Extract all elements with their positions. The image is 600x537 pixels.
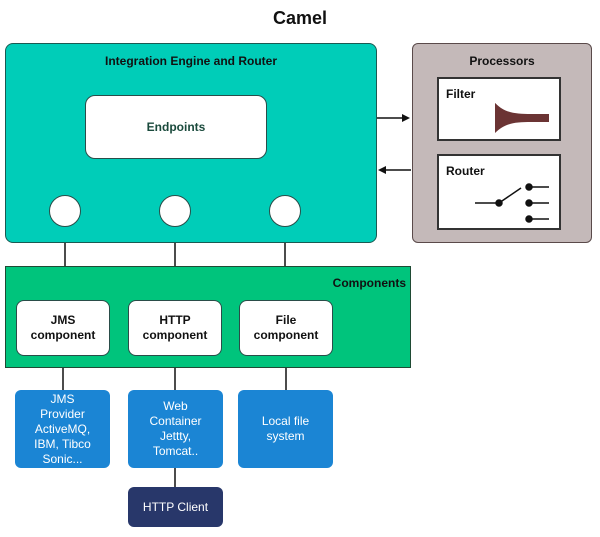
- http-component-box: HTTP component: [128, 300, 222, 356]
- external-text-line: IBM, Tibco: [34, 436, 91, 451]
- component-suffix: component: [142, 328, 208, 342]
- components-title: Components: [332, 276, 406, 290]
- endpoint-port-3: [269, 195, 301, 227]
- endpoint-port-2: [159, 195, 191, 227]
- filter-box: Filter: [437, 77, 561, 141]
- file-component-box: File component: [239, 300, 333, 356]
- http-client-box: HTTP Client: [128, 487, 223, 527]
- local-file-system-box: Local file system: [238, 390, 333, 468]
- external-text-line: JMS: [50, 391, 75, 406]
- external-text-line: Sonic...: [42, 451, 83, 466]
- router-label: Router: [446, 164, 485, 178]
- router-switch-icon: [475, 183, 549, 223]
- integration-engine-title: Integration Engine and Router: [104, 54, 277, 68]
- component-name: JMS: [50, 313, 76, 327]
- processors-title: Processors: [469, 54, 535, 68]
- component-suffix: component: [253, 328, 319, 342]
- external-text-line: Local file: [261, 414, 310, 428]
- external-text-line: Tomcat..: [152, 444, 199, 458]
- jms-component-box: JMS component: [16, 300, 110, 356]
- filter-funnel-icon: [495, 103, 549, 133]
- external-text-line: system: [266, 429, 305, 443]
- endpoints-label: Endpoints: [146, 120, 206, 134]
- filter-label: Filter: [446, 87, 476, 101]
- arrow-to-processors-head: [402, 114, 410, 122]
- http-client-label: HTTP Client: [142, 500, 209, 514]
- external-text-line: Container: [149, 414, 202, 428]
- endpoint-port-1: [49, 195, 81, 227]
- component-suffix: component: [30, 328, 96, 342]
- component-name: File: [275, 313, 297, 327]
- endpoints-box: Endpoints: [85, 95, 267, 159]
- web-container-box: Web Container Jettty, Tomcat..: [128, 390, 223, 468]
- external-text-line: Jettty,: [159, 429, 192, 443]
- external-text-line: Web: [163, 399, 188, 413]
- external-text-line: ActiveMQ,: [34, 421, 91, 436]
- arrow-from-processors-head: [378, 166, 386, 174]
- jms-provider-box: JMS Provider ActiveMQ, IBM, Tibco Sonic.…: [15, 390, 110, 468]
- component-name: HTTP: [159, 313, 191, 327]
- router-box: Router: [437, 154, 561, 230]
- diagram-title: Camel: [272, 8, 328, 28]
- external-text-line: Provider: [40, 406, 85, 421]
